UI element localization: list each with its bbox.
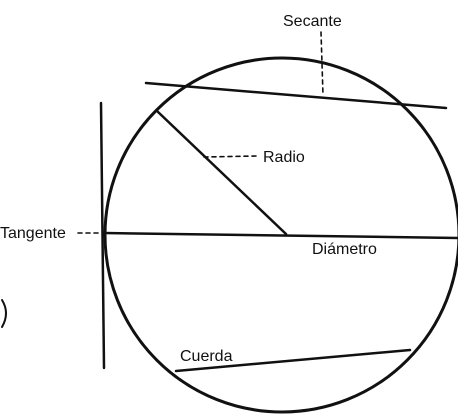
radius-leader-line: [203, 155, 257, 158]
secant-line: [144, 81, 448, 110]
secant-label: Secante: [283, 13, 342, 30]
radius-line: [155, 109, 288, 236]
chord-label: Cuerda: [180, 348, 233, 365]
circle-outline: [103, 56, 458, 414]
diameter-line: [102, 231, 458, 240]
tangent-label: Tangente: [0, 225, 66, 242]
chord-line: [174, 348, 412, 373]
radius-label: Radio: [263, 149, 305, 166]
secant-leader-line: [320, 31, 324, 96]
tangent-line: [99, 101, 106, 370]
diameter-label: Diámetro: [312, 241, 377, 258]
left-edge-fragment-icon: [1, 299, 7, 328]
